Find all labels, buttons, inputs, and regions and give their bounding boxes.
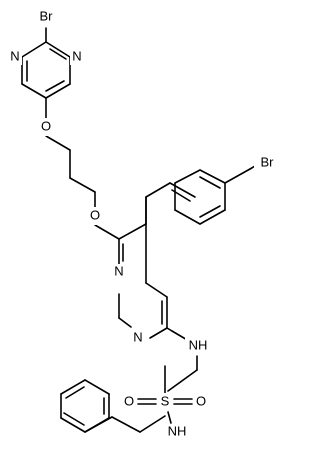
bond <box>199 209 226 225</box>
atom-label-n-core-top: N <box>114 263 123 278</box>
bond <box>45 80 65 92</box>
bond <box>63 412 85 426</box>
atom-label-nh-sulfonamide: NH <box>189 337 208 352</box>
atom-label-n-pyr-right: N <box>72 48 81 63</box>
bond <box>174 209 201 225</box>
atom-label-o-sulfonyl-right: O <box>196 393 206 408</box>
bond <box>69 177 96 193</box>
atom-label-nh-benzyl: NH <box>168 423 187 438</box>
bond <box>167 411 172 424</box>
bond <box>169 182 196 198</box>
bond <box>118 223 147 240</box>
bond <box>49 48 67 60</box>
bond <box>65 386 85 399</box>
bond <box>84 417 110 433</box>
bond <box>111 416 141 433</box>
bond <box>60 379 86 395</box>
bond <box>167 369 198 392</box>
bond <box>84 379 110 395</box>
atom-label-o-lower: O <box>90 207 100 222</box>
bond <box>45 135 71 151</box>
bond <box>149 327 168 339</box>
bonds <box>21 27 263 433</box>
sulfonyl-bonds <box>137 355 198 424</box>
bond <box>199 169 226 184</box>
atom-label-s-sulfonyl: S <box>161 393 170 408</box>
bond <box>21 41 47 58</box>
atom-label-br-phenyl: Br <box>261 154 275 169</box>
bond <box>166 327 173 332</box>
bond <box>45 83 71 99</box>
bond <box>199 176 221 189</box>
bond <box>118 317 132 328</box>
bond <box>224 168 251 184</box>
bond <box>21 83 47 99</box>
bond <box>145 282 168 298</box>
atom-label-o-upper: O <box>41 118 51 133</box>
molecule-canvas: Br N N O O Br N N NH O S O NH <box>8 8 280 441</box>
atom-label-n-pyr-left: N <box>10 48 19 63</box>
bond <box>174 169 201 184</box>
bond <box>199 205 221 218</box>
atom-labels: Br N N O O Br N N NH O S O NH <box>8 8 280 441</box>
bond <box>45 41 71 58</box>
atom-label-br-pyrimidine: Br <box>40 8 54 23</box>
atom-label-n-core-bottom: N <box>133 329 142 344</box>
bond <box>145 182 171 198</box>
atom-label-o-sulfonyl-left: O <box>124 393 134 408</box>
structure-diagram: Br N N O O Br N N NH O S O NH <box>8 8 280 441</box>
bond <box>94 224 120 240</box>
bond <box>60 417 86 433</box>
bond <box>139 415 166 433</box>
